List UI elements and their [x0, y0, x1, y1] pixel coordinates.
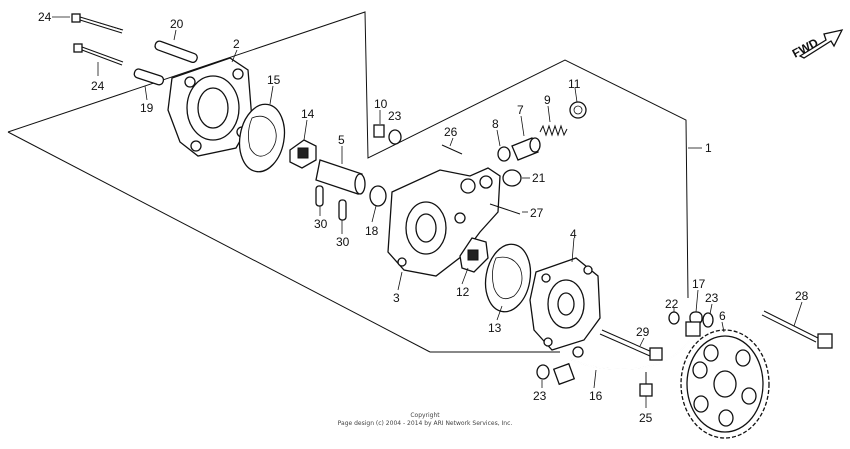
callout-2: 2: [233, 37, 240, 51]
callout-21: 21: [532, 171, 546, 185]
callout-22: 22: [665, 297, 679, 311]
callout-23-upper: 23: [388, 109, 402, 123]
bolt-25: [639, 372, 653, 397]
callout-11: 11: [568, 77, 581, 91]
cap-21: [502, 169, 522, 187]
callout-25: 25: [639, 411, 653, 425]
callout-9: 9: [544, 93, 551, 107]
callout-1: 1: [705, 141, 712, 155]
pump-cover-4: [529, 257, 601, 351]
clip-22: [668, 311, 680, 325]
plug-11: [569, 101, 587, 119]
callout-8: 8: [492, 117, 499, 131]
callout-20: 20: [170, 17, 184, 31]
o-ring-23-upper: [388, 129, 402, 145]
pin-30-a: [315, 185, 324, 207]
callout-23-right: 23: [705, 291, 719, 305]
o-ring-23-lower: [536, 364, 550, 380]
callout-7: 7: [517, 103, 524, 117]
callout-16: 16: [589, 389, 603, 403]
washer-8: [497, 146, 511, 162]
callout-27: 27: [530, 206, 544, 220]
o-ring-18: [369, 185, 387, 207]
sprocket-6: [680, 329, 770, 439]
inner-rotor-14: [289, 139, 317, 169]
oil-pipe-16: [552, 321, 701, 386]
dowel-10: [373, 124, 385, 138]
callout-19: 19: [140, 101, 154, 115]
callout-labels: 24 24 20 19 2 15 14 5 10 23 26 8 7 9 11 …: [38, 10, 809, 425]
bolt-24-upper: [71, 13, 124, 34]
pin-26: [441, 144, 463, 155]
callout-12: 12: [456, 285, 470, 299]
callout-5: 5: [338, 133, 345, 147]
pump-body-3: [387, 167, 501, 277]
pin-20: [154, 40, 198, 64]
callout-6: 6: [719, 309, 726, 323]
callout-10: 10: [374, 97, 388, 111]
bolt-29: [599, 329, 663, 361]
valve-7: [511, 137, 541, 161]
callout-30-b: 30: [336, 235, 350, 249]
bolt-28: [761, 310, 833, 349]
leader-lines: [52, 16, 803, 408]
outer-rotor-13: [484, 243, 532, 313]
inner-rotor-12: [459, 237, 489, 273]
callout-15: 15: [267, 73, 281, 87]
outer-rotor-15: [238, 103, 286, 173]
assembly-frame: [7, 11, 689, 353]
spring-9: [539, 124, 568, 137]
callout-29: 29: [636, 325, 650, 339]
pump-cover-2: [167, 57, 253, 157]
bolt-24-lower: [73, 43, 124, 66]
callout-24-upper: 24: [38, 10, 52, 24]
pin-30-b: [338, 199, 347, 221]
callout-23-lower: 23: [533, 389, 547, 403]
callout-14: 14: [301, 107, 315, 121]
pin-27: [489, 203, 521, 215]
copyright-line-2: Page design (c) 2004 - 2014 by ARI Netwo…: [337, 420, 513, 427]
pin-19: [133, 68, 165, 86]
callout-26: 26: [444, 125, 458, 139]
shaft-5: [315, 159, 366, 195]
callout-17: 17: [692, 277, 706, 291]
callout-3: 3: [393, 291, 400, 305]
callout-18: 18: [365, 224, 379, 238]
callout-4: 4: [570, 227, 577, 241]
callout-24-lower: 24: [91, 79, 105, 93]
o-ring-23-right: [702, 312, 714, 328]
callout-30-a: 30: [314, 217, 328, 231]
forward-direction-arrow: FWD: [790, 29, 844, 61]
copyright-line-1: Copyright: [410, 412, 440, 419]
callout-13: 13: [488, 321, 502, 335]
callout-28: 28: [795, 289, 809, 303]
